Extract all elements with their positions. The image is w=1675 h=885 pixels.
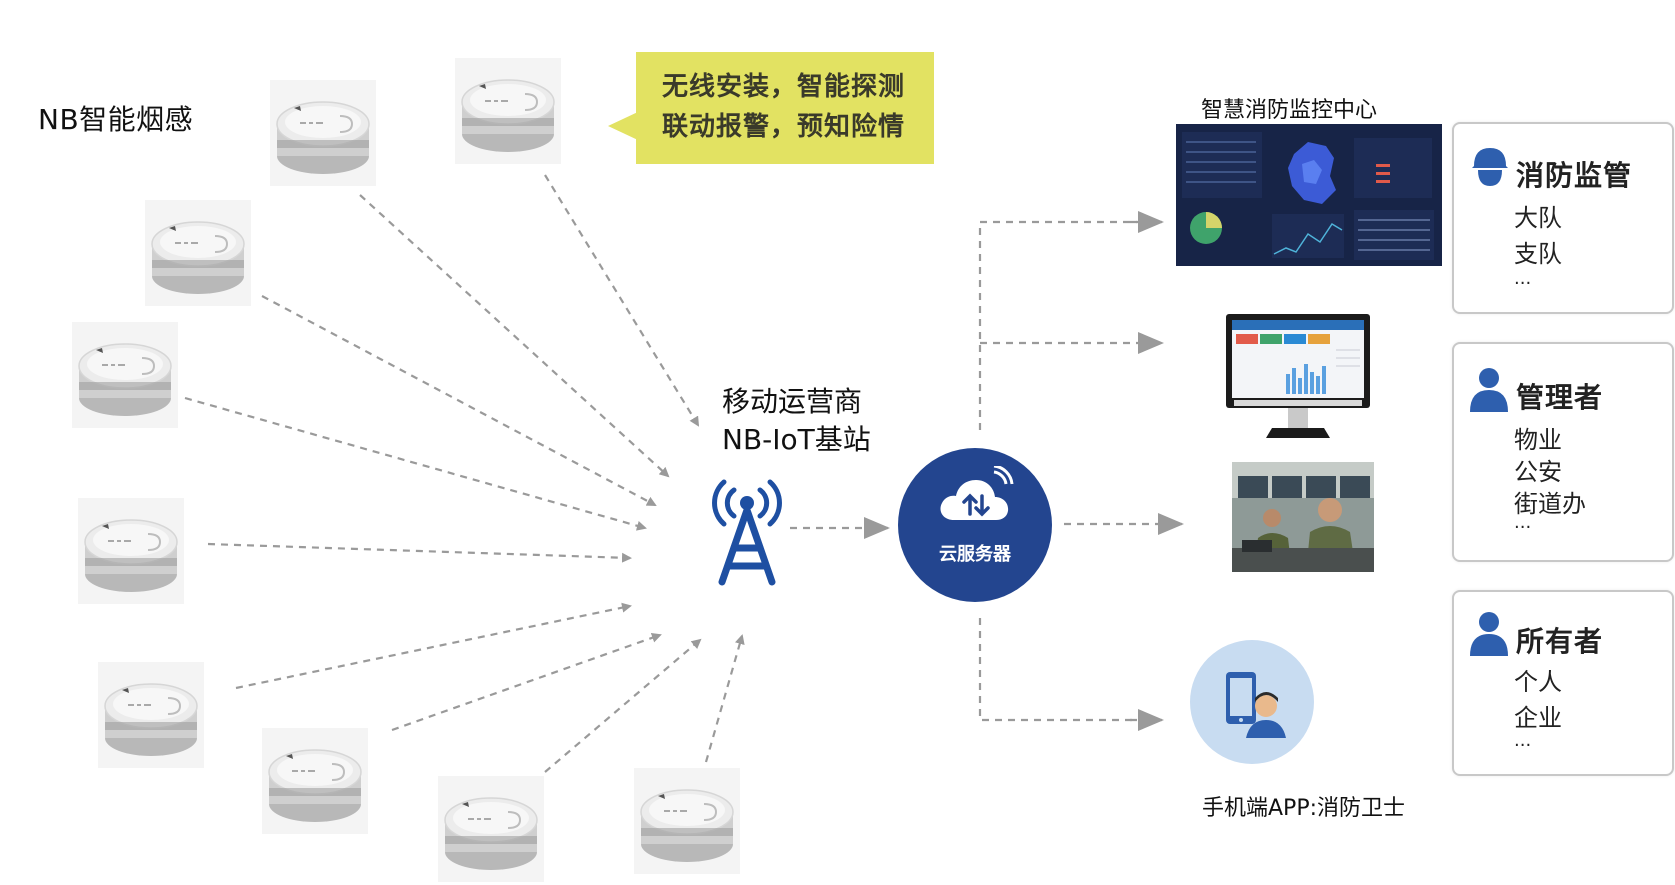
smoke-detector [438, 776, 544, 882]
role-title: 消防监管 [1516, 159, 1633, 192]
role-item: ... [1514, 730, 1532, 751]
role-item: ... [1514, 268, 1532, 289]
arrow-detector-8 [544, 638, 702, 773]
role-card-fire-supervision: 消防监管 大队 支队 ... [1452, 122, 1674, 314]
base-station-label: 移动运营商 NB-IoT基站 [722, 383, 871, 459]
role-item: 公安 [1514, 458, 1562, 486]
monitor-dashboard-image [1176, 124, 1442, 266]
role-item: 大队 [1514, 204, 1562, 232]
base-station-line-2: NB-IoT基站 [722, 423, 871, 456]
person-icon [1470, 368, 1508, 412]
arrow-detector-3 [261, 295, 657, 506]
helmet-person-icon [1472, 148, 1508, 186]
smoke-detector [455, 58, 561, 164]
callout-pointer [608, 112, 638, 140]
role-card-manager: 管理者 物业 公安 街道办 ... [1452, 342, 1674, 562]
monitor-center-label: 智慧消防监控中心 [1201, 98, 1378, 123]
operators-photo [1232, 462, 1374, 572]
branch-lower [978, 618, 1162, 722]
callout-line-1: 无线安装，智能探测 [662, 72, 906, 102]
smoke-detector [145, 200, 251, 306]
base-station-line-1: 移动运营商 [722, 385, 863, 418]
cloud-upload-download-icon [940, 466, 1014, 520]
arrow-detector-7 [391, 632, 662, 732]
callout-line-2: 联动报警，预知险情 [662, 112, 906, 142]
signal-tower-icon [712, 479, 782, 586]
arrow-detector-9 [704, 634, 745, 763]
smoke-detector [270, 80, 376, 186]
role-title: 所有者 [1516, 625, 1604, 658]
role-card-owner: 所有者 个人 企业 ... [1452, 590, 1674, 776]
arrow-detector-4 [184, 396, 647, 531]
mobile-app-label: 手机端APP:消防卫士 [1202, 796, 1405, 821]
role-item: 物业 [1514, 426, 1562, 454]
smoke-detector [72, 322, 178, 428]
role-item: ... [1514, 512, 1532, 533]
branch-trunk [978, 220, 1162, 430]
phone-user-icon [1226, 672, 1286, 738]
smoke-detector [634, 768, 740, 874]
role-item: 支队 [1514, 240, 1562, 268]
smoke-detector [78, 498, 184, 604]
detectors-label: NB智能烟感 [38, 103, 194, 136]
smoke-detector [262, 728, 368, 834]
arrow-detector-1 [544, 174, 700, 427]
arrow-detector-2 [359, 194, 670, 478]
feature-callout: 无线安装，智能探测 联动报警，预知险情 [636, 52, 934, 164]
person-icon [1470, 612, 1508, 656]
arrow-detector-5 [207, 542, 632, 563]
cloud-server-node [898, 448, 1052, 602]
role-title: 管理者 [1516, 381, 1604, 414]
role-item: 企业 [1514, 704, 1562, 732]
smoke-detector [98, 662, 204, 768]
arrow-detector-6 [235, 602, 632, 690]
role-item: 个人 [1514, 668, 1562, 696]
role-item: 街道办 [1514, 490, 1586, 518]
cloud-server-label: 云服务器 [939, 544, 1011, 565]
desktop-computer-image [1226, 314, 1370, 438]
